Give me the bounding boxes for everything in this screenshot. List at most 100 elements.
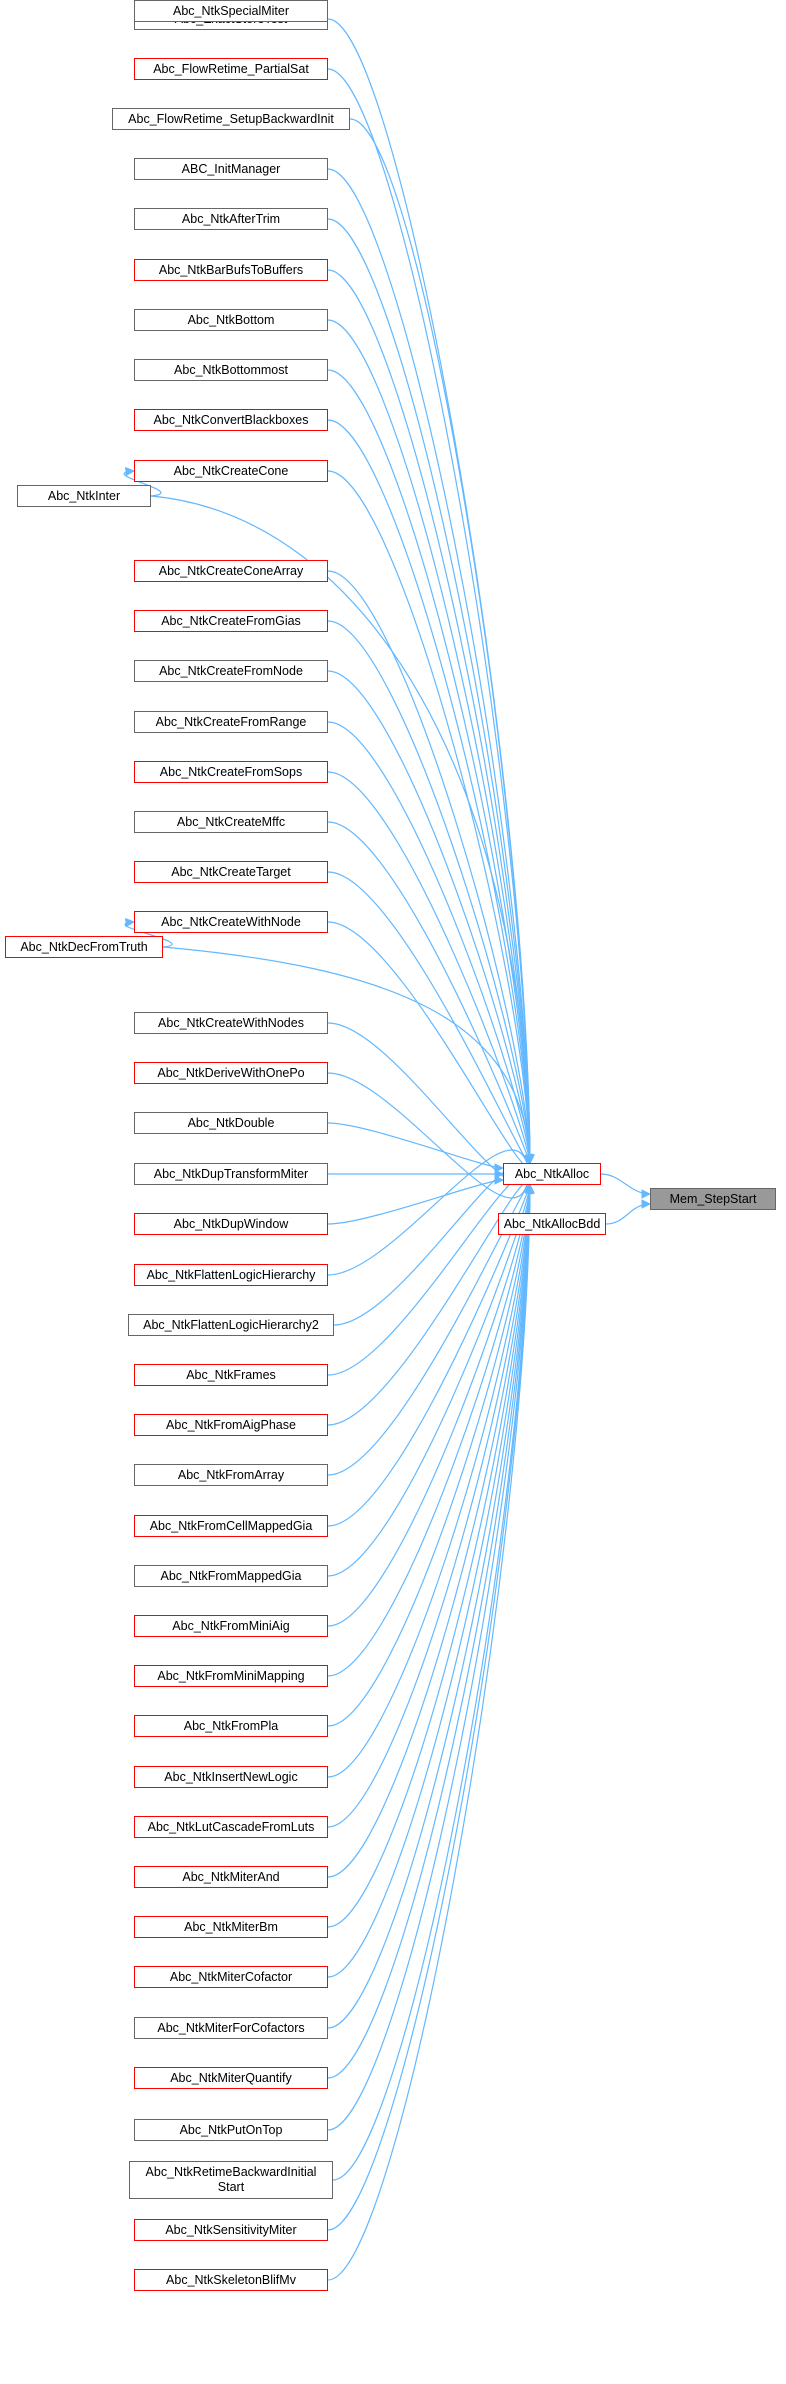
edge-abc_ntkinter-to-abc_ntkalloc <box>150 495 535 1164</box>
node-abc-ntkfromminimapping[interactable]: Abc_NtkFromMiniMapping <box>134 1665 328 1687</box>
edge-abc_ntkconvertblackboxes-to-abc_ntkalloc <box>327 419 535 1164</box>
edge-abc_ntkfromaigphase-to-abc_ntkalloc <box>327 1176 535 1426</box>
node-abc-ntkskeletonblifmv[interactable]: Abc_NtkSkeletonBlifMv <box>134 2269 328 2291</box>
edge-abc_ntkdupwindow-to-abc_ntkalloc <box>327 1175 504 1225</box>
node-abc-ntkcreatefromsops[interactable]: Abc_NtkCreateFromSops <box>134 761 328 783</box>
node-abc-ntkallocbdd[interactable]: Abc_NtkAllocBdd <box>498 1213 606 1235</box>
edge-abc_ntkcreateconearray-to-abc_ntkalloc <box>327 570 535 1164</box>
node-abc-ntklutcascadefromluts[interactable]: Abc_NtkLutCascadeFromLuts <box>134 1816 328 1838</box>
node-label: Mem_StepStart <box>669 1191 757 1206</box>
node-abc-ntkfromaigphase[interactable]: Abc_NtkFromAigPhase <box>134 1414 328 1436</box>
node-abc-ntkcreatewithnode[interactable]: Abc_NtkCreateWithNode <box>134 911 328 933</box>
node-abc-ntkbarbufstobuffers[interactable]: Abc_NtkBarBufsToBuffers <box>134 259 328 281</box>
edge-abc_ntksensitivitymiter-to-abc_ntkalloc <box>327 1184 535 2231</box>
node-label-line: Start <box>217 2180 245 2194</box>
node-label: Abc_NtkMiterForCofactors <box>157 2020 305 2035</box>
node-label: Abc_NtkAllocBdd <box>503 1216 601 1231</box>
edge-abc_ntkretimebackwardinitialstart-to-abc_ntkalloc <box>332 1184 535 2181</box>
edge-abc_ntkcreatefromgias-to-abc_ntkalloc <box>327 620 535 1164</box>
node-abc-ntkalloc[interactable]: Abc_NtkAlloc <box>503 1163 601 1185</box>
node-abc-ntksensitivitymiter[interactable]: Abc_NtkSensitivityMiter <box>134 2219 328 2241</box>
node-abc-ntkconvertblackboxes[interactable]: Abc_NtkConvertBlackboxes <box>134 409 328 431</box>
node-abc-ntkfrommappedgia[interactable]: Abc_NtkFromMappedGia <box>134 1565 328 1587</box>
node-label: Abc_NtkFromMiniAig <box>172 1618 290 1633</box>
node-label: Abc_NtkDecFromTruth <box>20 939 148 954</box>
node-abc-ntkmitercofactor[interactable]: Abc_NtkMiterCofactor <box>134 1966 328 1988</box>
node-abc-ntkdecfromtruth[interactable]: Abc_NtkDecFromTruth <box>5 936 163 958</box>
edge-abc_ntkmiterquantify-to-abc_ntkalloc <box>327 1184 535 2079</box>
node-label: Abc_NtkBottommost <box>174 362 288 377</box>
edge-abc_ntkaftertrim-to-abc_ntkalloc <box>327 218 535 1164</box>
node-label: Abc_NtkSensitivityMiter <box>165 2222 297 2237</box>
edge-abc_ntkskeletonblifmv-to-abc_ntkalloc <box>327 1184 535 2281</box>
edge-abc_ntkinsertnewlogic-to-abc_ntkalloc <box>327 1184 535 1778</box>
node-label: Abc_NtkPutOnTop <box>179 2122 283 2137</box>
node-abc-ntkmiterquantify[interactable]: Abc_NtkMiterQuantify <box>134 2067 328 2089</box>
node-label: Abc_NtkCreateConeArray <box>158 563 304 578</box>
node-label: Abc_NtkInter <box>47 488 121 503</box>
edge-abc_ntkcreatefromsops-to-abc_ntkalloc <box>327 771 535 1164</box>
node-abc-ntkcreatewithnodes[interactable]: Abc_NtkCreateWithNodes <box>134 1012 328 1034</box>
node-abc-ntkinter[interactable]: Abc_NtkInter <box>17 485 151 507</box>
edge-abc_ntkmiterand-to-abc_ntkalloc <box>327 1184 535 1878</box>
edge-abc_ntkfromcellmappedgia-to-abc_ntkalloc <box>327 1184 533 1527</box>
node-abc-ntkduptransformmiter[interactable]: Abc_NtkDupTransformMiter <box>134 1163 328 1185</box>
node-abc-ntkflattenlogichierarchy2[interactable]: Abc_NtkFlattenLogicHierarchy2 <box>128 1314 334 1336</box>
edge-abc_ntkfromarray-to-abc_ntkalloc <box>327 1175 533 1476</box>
node-abc-ntkfromminiaig[interactable]: Abc_NtkFromMiniAig <box>134 1615 328 1637</box>
edge-abc_ntkdecfromtruth-to-abc_ntkalloc <box>162 946 535 1164</box>
node-label: Abc_NtkMiterQuantify <box>170 2070 292 2085</box>
edge-abc_ntkallocbdd-to-mem_stepstart <box>605 1199 651 1225</box>
node-label: Abc_FlowRetime_PartialSat <box>153 61 309 76</box>
node-label: Abc_NtkFromMappedGia <box>160 1568 302 1583</box>
node-abc-ntkcreatefromrange[interactable]: Abc_NtkCreateFromRange <box>134 711 328 733</box>
edge-abc_ntkmitercofactor-to-abc_ntkalloc <box>327 1184 535 1978</box>
node-label: Abc_NtkDupWindow <box>173 1216 289 1231</box>
node-abc-flowretime-setupbackwardinit[interactable]: Abc_FlowRetime_SetupBackwardInit <box>112 108 350 130</box>
node-label: Abc_NtkFromAigPhase <box>166 1417 296 1432</box>
node-label: Abc_NtkCreateFromNode <box>159 663 303 678</box>
node-abc-ntkcreatetarget[interactable]: Abc_NtkCreateTarget <box>134 861 328 883</box>
edge-abc_ntkfromminimapping-to-abc_ntkalloc <box>327 1184 535 1677</box>
node-abc-ntkbottom[interactable]: Abc_NtkBottom <box>134 309 328 331</box>
node-abc-ntkderivewithonepo[interactable]: Abc_NtkDeriveWithOnePo <box>134 1062 328 1084</box>
node-abc-ntkinsertnewlogic[interactable]: Abc_NtkInsertNewLogic <box>134 1766 328 1788</box>
node-abc-ntkfrompla[interactable]: Abc_NtkFromPla <box>134 1715 328 1737</box>
node-abc-ntkaftertrim[interactable]: Abc_NtkAfterTrim <box>134 208 328 230</box>
node-abc-ntkflattenlogichierarchy[interactable]: Abc_NtkFlattenLogicHierarchy <box>134 1264 328 1286</box>
node-abc-ntkdupwindow[interactable]: Abc_NtkDupWindow <box>134 1213 328 1235</box>
node-abc-ntkputontop[interactable]: Abc_NtkPutOnTop <box>134 2119 328 2141</box>
node-label: Abc_NtkFlattenLogicHierarchy <box>146 1267 316 1282</box>
node-abc-ntkfromarray[interactable]: Abc_NtkFromArray <box>134 1464 328 1486</box>
node-label: Abc_NtkMiterAnd <box>182 1869 280 1884</box>
node-abc-ntkcreatecone[interactable]: Abc_NtkCreateCone <box>134 460 328 482</box>
node-abc-initmanager[interactable]: ABC_InitManager <box>134 158 328 180</box>
edge-abc_ntkmiterbm-to-abc_ntkalloc <box>327 1184 535 1928</box>
node-abc-ntkbottommost[interactable]: Abc_NtkBottommost <box>134 359 328 381</box>
edge-abc_ntkcreatemffc-to-abc_ntkalloc <box>327 821 533 1164</box>
node-abc-ntkspecialmiter[interactable]: Abc_NtkSpecialMiter <box>134 0 328 22</box>
edge-abc_ntkcreatefromnode-to-abc_ntkalloc <box>327 670 535 1164</box>
node-label: Abc_NtkSpecialMiter <box>172 3 289 18</box>
node-abc-ntkframes[interactable]: Abc_NtkFrames <box>134 1364 328 1386</box>
node-abc-flowretime-partialsat[interactable]: Abc_FlowRetime_PartialSat <box>134 58 328 80</box>
edge-abc_initmanager-to-abc_ntkalloc <box>327 168 535 1164</box>
node-label: Abc_NtkCreateFromSops <box>159 764 303 779</box>
edge-abc_ntkfrompla-to-abc_ntkalloc <box>327 1184 535 1727</box>
edge-abc_ntkbarbufstobuffers-to-abc_ntkalloc <box>327 269 535 1164</box>
node-abc-ntkfromcellmappedgia[interactable]: Abc_NtkFromCellMappedGia <box>134 1515 328 1537</box>
node-abc-ntkcreateconearray[interactable]: Abc_NtkCreateConeArray <box>134 560 328 582</box>
node-abc-ntkmiterforcofactors[interactable]: Abc_NtkMiterForCofactors <box>134 2017 328 2039</box>
node-abc-ntkcreatemffc[interactable]: Abc_NtkCreateMffc <box>134 811 328 833</box>
node-abc-ntkmiterbm[interactable]: Abc_NtkMiterBm <box>134 1916 328 1938</box>
edge-abc_ntkcreatewithnode-to-abc_ntkalloc <box>327 921 535 1172</box>
node-label: Abc_NtkAfterTrim <box>181 211 281 226</box>
node-label: Abc_NtkDupTransformMiter <box>153 1166 309 1181</box>
node-abc-ntkdouble[interactable]: Abc_NtkDouble <box>134 1112 328 1134</box>
node-abc-ntkcreatefromgias[interactable]: Abc_NtkCreateFromGias <box>134 610 328 632</box>
node-label: Abc_NtkDouble <box>187 1115 275 1130</box>
node-abc-ntkmiterand[interactable]: Abc_NtkMiterAnd <box>134 1866 328 1888</box>
node-abc-ntkcreatefromnode[interactable]: Abc_NtkCreateFromNode <box>134 660 328 682</box>
